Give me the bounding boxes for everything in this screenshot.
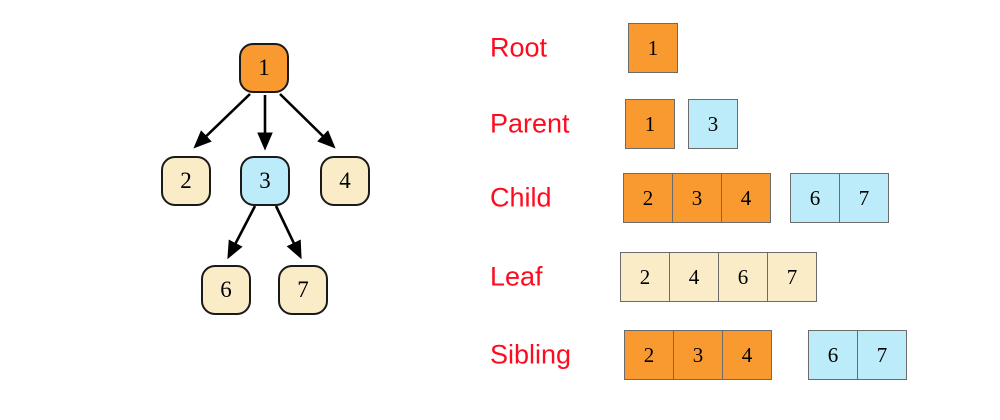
tree-edges <box>193 93 336 260</box>
legend-box-6[interactable]: 6 <box>808 330 858 380</box>
legend-box-1[interactable]: 1 <box>628 23 678 73</box>
legend-box-7[interactable]: 7 <box>857 330 907 380</box>
legend-box-2[interactable]: 2 <box>624 330 674 380</box>
tree-node-2[interactable]: 2 <box>161 156 211 206</box>
legend-box-7[interactable]: 7 <box>767 252 817 302</box>
edge-1-4 <box>279 93 336 149</box>
edge-1-2 <box>193 93 251 149</box>
legend-box-2[interactable]: 2 <box>623 173 673 223</box>
edge-3-6 <box>227 205 257 260</box>
legend-box-7[interactable]: 7 <box>839 173 889 223</box>
legend-box-6[interactable]: 6 <box>718 252 768 302</box>
tree-node-3[interactable]: 3 <box>240 156 290 206</box>
legend-label-root: Root <box>490 32 548 63</box>
legend-label-child: Child <box>490 182 552 213</box>
legend-box-3[interactable]: 3 <box>688 99 738 149</box>
legend-label-sibling: Sibling <box>490 339 572 370</box>
legend-group-parent-blue: 3 <box>688 99 738 149</box>
legend-box-2[interactable]: 2 <box>620 252 670 302</box>
legend-box-6[interactable]: 6 <box>790 173 840 223</box>
legend-label-parent: Parent <box>490 108 570 139</box>
legend-group-parent-orange: 1 <box>625 99 675 149</box>
legend-box-3[interactable]: 3 <box>673 330 723 380</box>
legend-label-leaf: Leaf <box>490 261 543 292</box>
edge-3-7 <box>274 205 302 260</box>
tree-node-4[interactable]: 4 <box>320 156 370 206</box>
legend-group-root-orange: 1 <box>628 23 678 73</box>
legend-box-3[interactable]: 3 <box>672 173 722 223</box>
tree-node-1[interactable]: 1 <box>239 43 289 93</box>
legend-row-root: Root 1 <box>470 20 1000 76</box>
legend-box-4[interactable]: 4 <box>721 173 771 223</box>
legend-box-1[interactable]: 1 <box>625 99 675 149</box>
legend-box-4[interactable]: 4 <box>669 252 719 302</box>
tree-node-6[interactable]: 6 <box>201 265 251 315</box>
tree-node-7[interactable]: 7 <box>278 265 328 315</box>
legend-box-4[interactable]: 4 <box>722 330 772 380</box>
